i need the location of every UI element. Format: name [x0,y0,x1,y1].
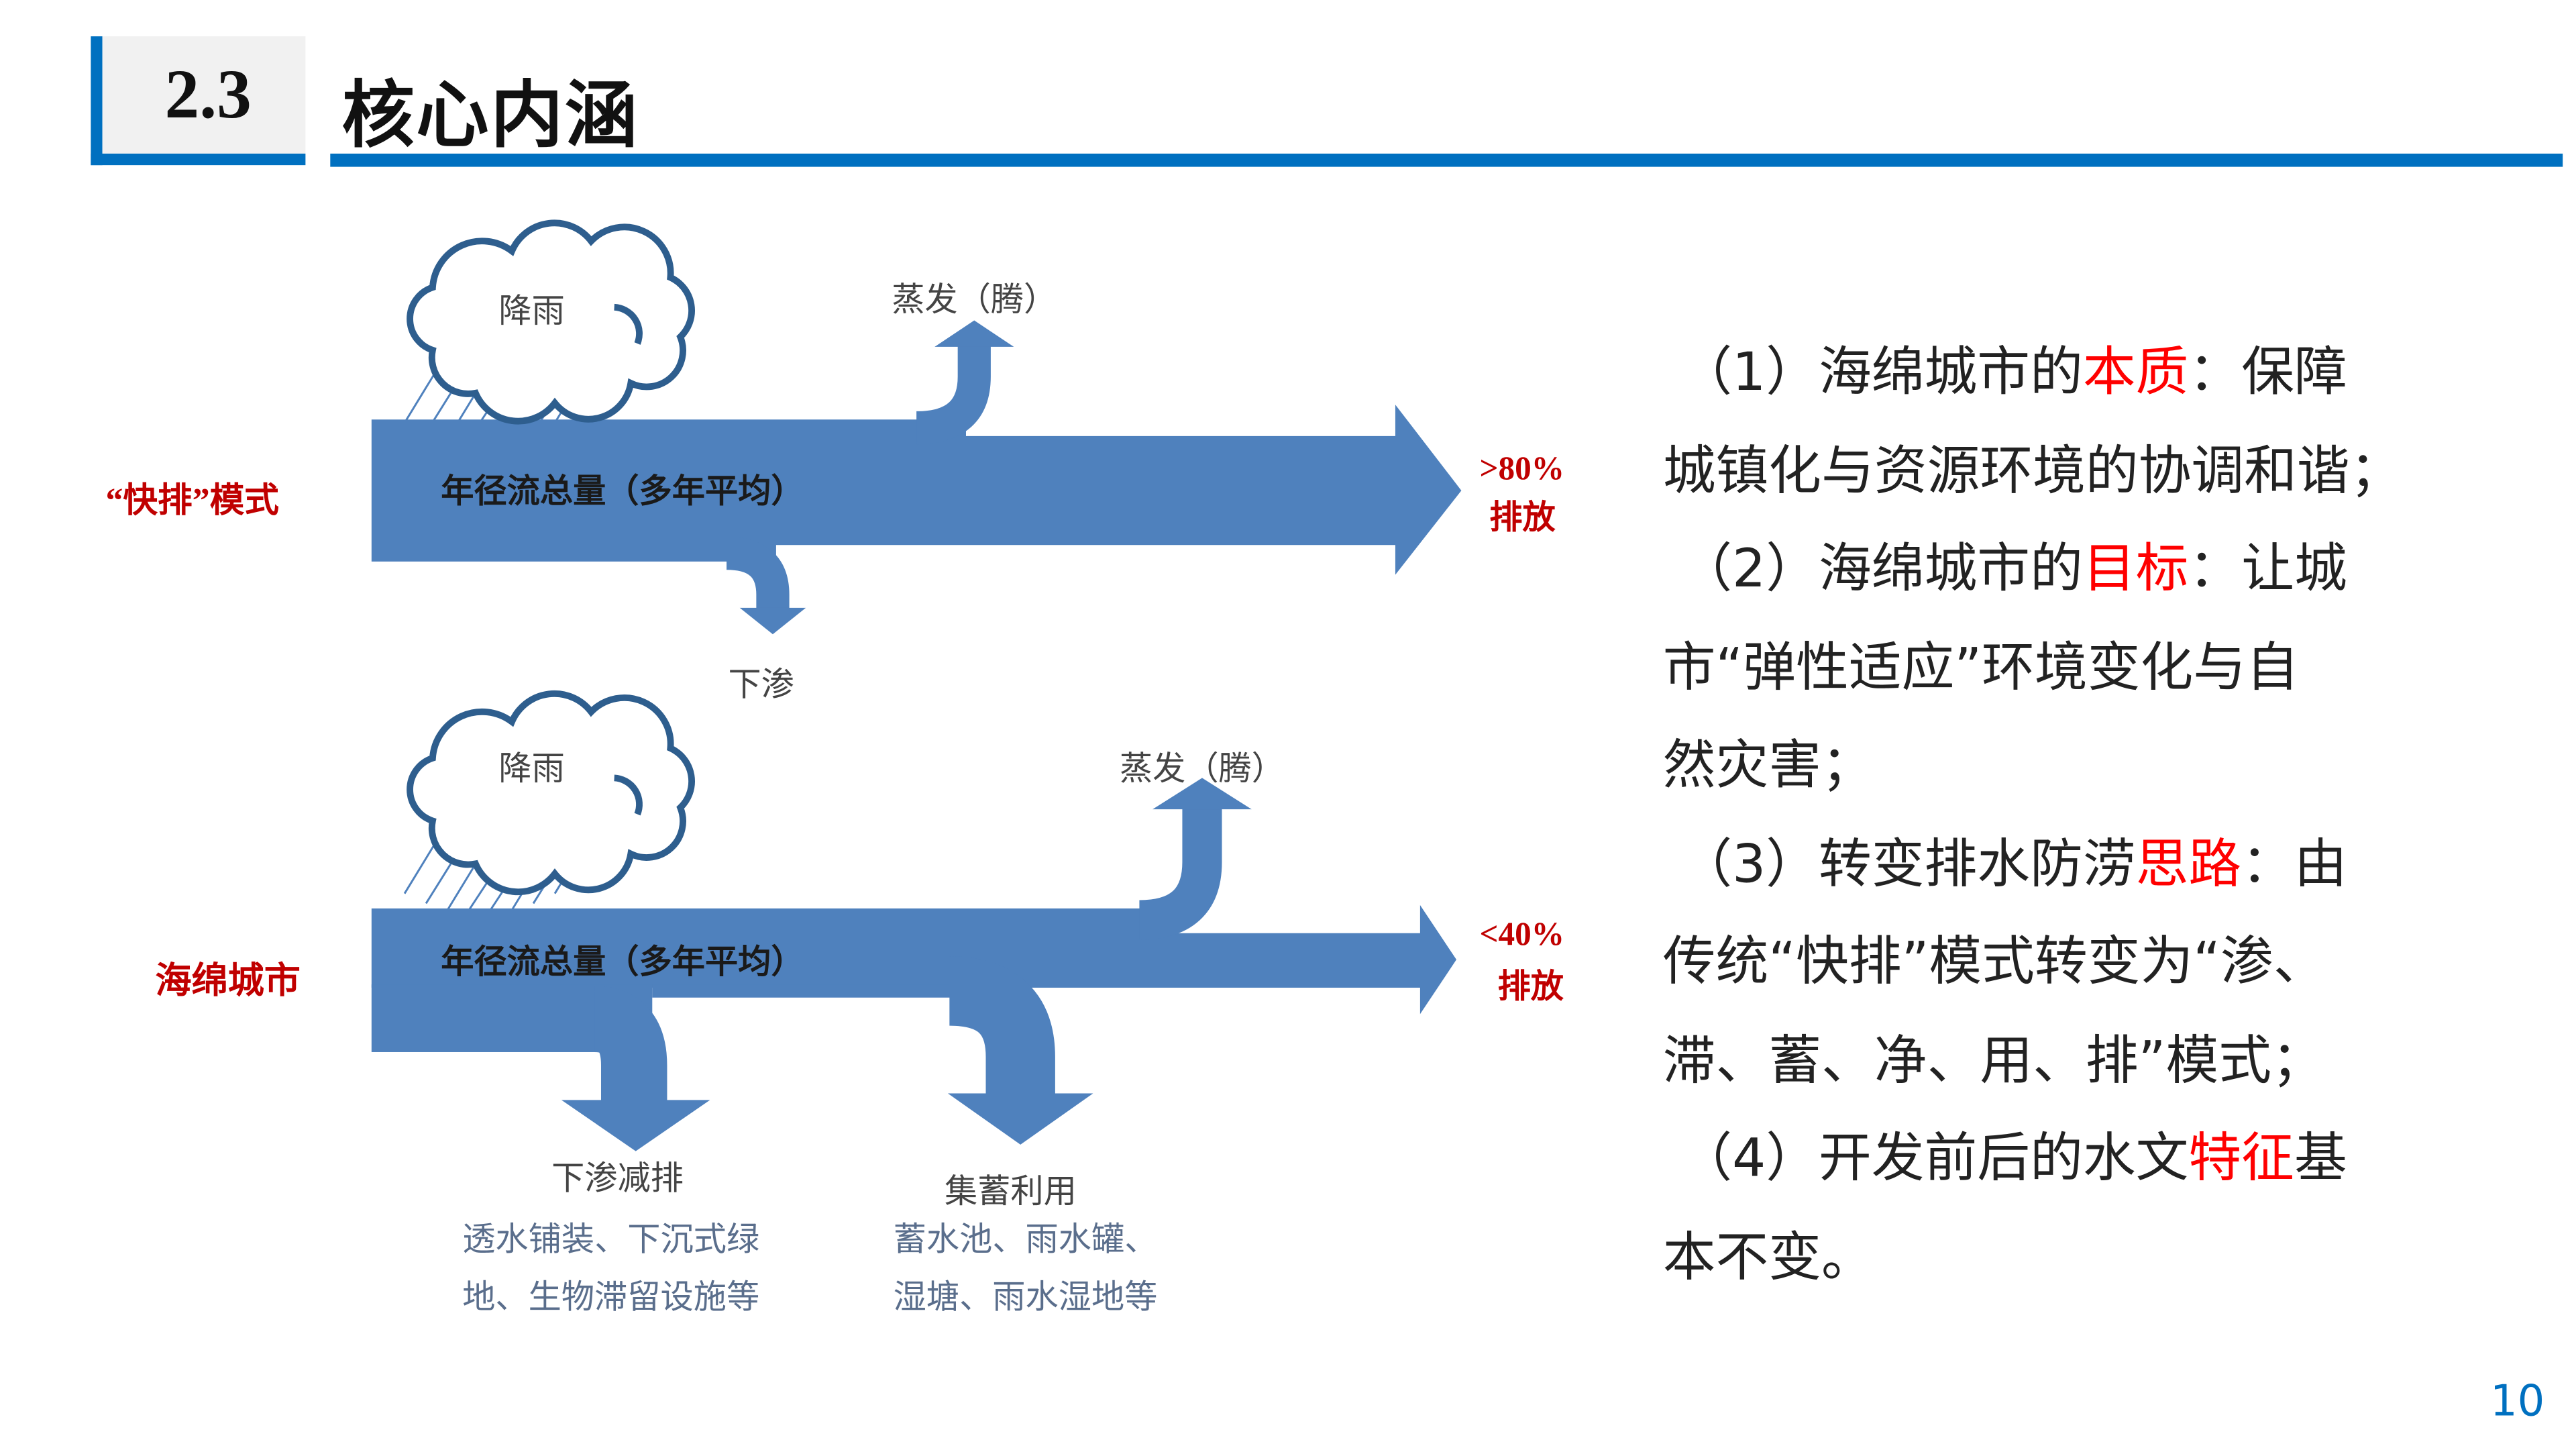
discharge-label: 排放 [1498,968,1564,1005]
runoff-label: 年径流总量（多年平均） [441,943,804,980]
point-text: ：由 [2241,831,2347,894]
section-number: 2.3 [164,58,252,134]
point-keyword: 思路 [2135,831,2242,894]
point-text: 基 [2294,1126,2347,1190]
point-3-cont: 传统“快排”模式转变为“渗、 [1662,929,2326,993]
evaporation-branch [1138,806,1222,940]
infiltration-desc-line: 透水铺装、下沉式绿 [462,1221,759,1257]
point-4-cont: 本不变。 [1662,1225,1874,1288]
point-1-cont: 城镇化与资源环境的协调和谐； [1662,438,2403,502]
point-keyword: 目标 [2082,536,2189,600]
point-text: （4）开发前后的水文 [1679,1126,2189,1190]
runoff-main-arrow [371,405,1462,575]
point-3-cont: 滞、蓄、净、用、排”模式； [1662,1028,2324,1091]
runoff-label: 年径流总量（多年平均） [441,472,804,509]
storage-arrowhead [947,1093,1093,1145]
point-3: （3）转变排水防涝思路：由 [1663,822,2403,920]
point-keyword: 本质 [2082,340,2189,403]
evaporation-arrowhead [934,320,1014,347]
header-accent-bar [91,36,103,166]
discharge-percent: >80% [1480,450,1564,486]
evaporation-label: 蒸发（腾） [892,281,1057,318]
section-number-box [102,36,306,154]
infiltration-arrowhead [561,1100,710,1151]
fast-discharge-diagram: 降雨 蒸发（腾） 年径流总量（多年平均） >80% 排放 “快排”模式 下渗 [106,223,1564,703]
infiltration-branch [726,536,790,611]
rain-label: 降雨 [498,750,564,787]
rain-cloud-icon [410,694,692,892]
slide-title: 核心内涵 [341,74,639,159]
runoff-lower-strip [652,984,983,998]
point-text: （1）海绵城市的 [1679,340,2083,403]
evaporation-label: 蒸发（腾） [1120,750,1285,787]
sponge-city-diagram [403,694,692,911]
page-number: 10 [2489,1377,2545,1427]
storage-desc-line: 湿塘、雨水湿地等 [894,1279,1158,1316]
rain-label: 降雨 [498,293,564,329]
infiltration-branch [592,986,667,1104]
evaporation-arrowhead [1152,778,1252,810]
discharge-percent: <40% [1480,915,1564,952]
storage-desc-line: 蓄水池、雨水罐、 [894,1221,1158,1257]
point-text: （3）转变排水防涝 [1679,831,2136,894]
infiltration-title: 下渗减排 [551,1159,684,1196]
sponge-city-arrows [371,778,1457,1151]
fast-discharge-mode-label: “快排”模式 [106,482,279,520]
infiltration-label: 下渗 [729,666,794,703]
point-keyword: 特征 [2188,1126,2294,1190]
storage-title: 集蓄利用 [945,1173,1077,1210]
runoff-diagram: 降雨 蒸发（腾） 年径流总量（多年平均） >80% 排放 “快排”模式 下渗 降… [106,0,1564,1316]
header-rule [330,153,2563,167]
infiltration-desc-line: 地、生物滞留设施等 [462,1279,759,1316]
point-text: ：保障 [2188,340,2347,403]
point-2-cont: 市“弹性适应”环境变化与自 [1662,635,2299,698]
point-2-cont: 然灾害； [1662,733,1874,796]
evaporation-branch [916,343,991,445]
storage-branch [948,956,1055,1097]
key-points: （1）海绵城市的本质：保障 城镇化与资源环境的协调和谐； （2）海绵城市的目标：… [1663,330,2403,1313]
discharge-label: 排放 [1489,499,1556,536]
point-1: （1）海绵城市的本质：保障 [1663,330,2403,428]
point-text: （2）海绵城市的 [1679,536,2083,600]
point-2: （2）海绵城市的目标：让城 [1663,527,2403,625]
point-4: （4）开发前后的水文特征基 [1663,1117,2403,1214]
sponge-city-mode-label: 海绵城市 [155,960,301,1000]
point-text: ：让城 [2188,536,2347,600]
header-underline-left [91,153,306,166]
infiltration-arrowhead [739,607,806,635]
